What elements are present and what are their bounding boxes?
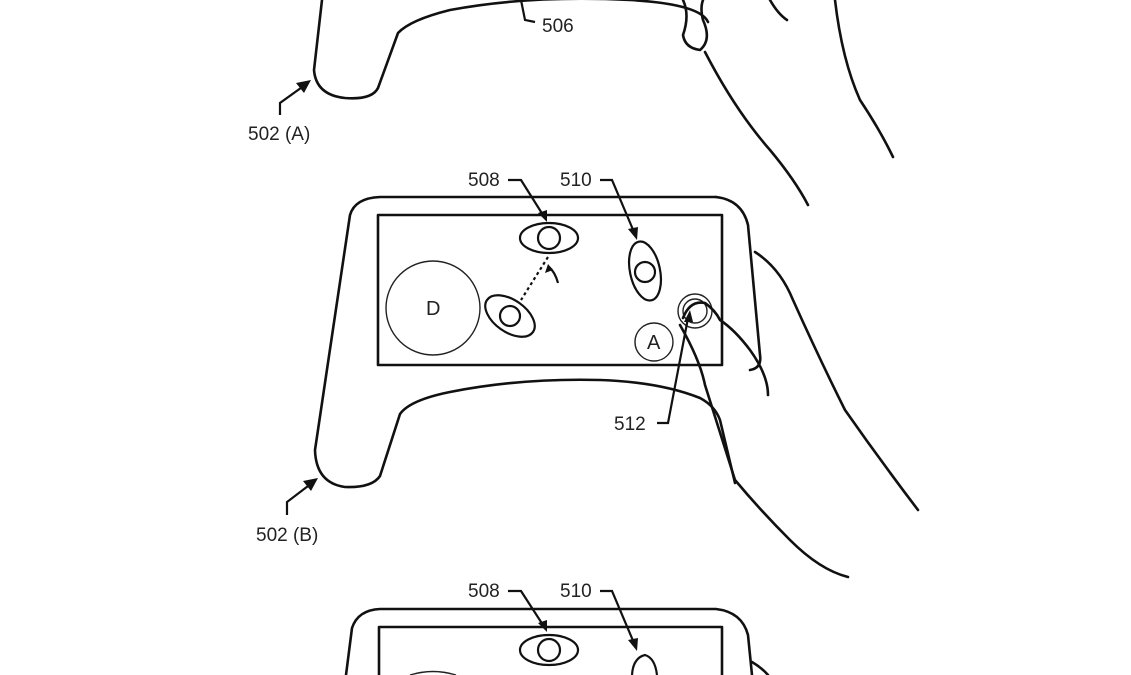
arrowhead-510-middle xyxy=(628,227,638,240)
movement-path-dashed xyxy=(520,256,549,301)
label-508-bottom: 508 xyxy=(468,581,500,602)
hand-top-thumb xyxy=(768,0,789,22)
joystick-508-target[interactable] xyxy=(518,221,580,255)
button-512[interactable] xyxy=(677,293,713,329)
hand-top-outline xyxy=(681,0,709,52)
a-button-label: A xyxy=(647,332,661,354)
arrowhead-510-bottom xyxy=(628,638,638,651)
label-502a: 502 (A) xyxy=(248,124,310,145)
panel-middle: D A 508 xyxy=(256,170,920,579)
controller-outline-top xyxy=(312,0,710,100)
label-510-middle: 510 xyxy=(560,170,592,191)
label-508-middle: 508 xyxy=(468,170,500,191)
dpad-button[interactable]: D xyxy=(385,260,481,356)
leader-508-middle xyxy=(508,178,544,216)
controller-right-edge-middle xyxy=(714,195,762,372)
controller-outline-bottom xyxy=(344,607,754,675)
dpad-bottom-partial xyxy=(409,670,457,675)
hand-bottom-outline xyxy=(750,660,770,675)
hand-top-wrist xyxy=(833,0,895,159)
label-506: 506 xyxy=(542,16,574,37)
leader-508-bottom xyxy=(508,589,544,626)
joystick-508-bottom[interactable] xyxy=(518,633,580,667)
hand-top-palm xyxy=(703,50,810,207)
panel-bottom: 508 510 xyxy=(344,581,770,675)
label-512: 512 xyxy=(614,414,646,435)
hand-middle-back xyxy=(753,250,920,512)
callout-leader-506 xyxy=(519,0,536,24)
leader-512 xyxy=(657,317,690,425)
joystick-510[interactable] xyxy=(624,239,666,304)
joystick-510-bottom-partial xyxy=(630,653,659,675)
arrowhead-512 xyxy=(684,310,693,322)
label-510-bottom: 510 xyxy=(560,581,592,602)
touch-screen-bottom xyxy=(377,625,724,675)
arrow-502a xyxy=(278,84,306,115)
label-502b: 502 (B) xyxy=(256,525,318,546)
hand-middle-finger-lower xyxy=(678,323,850,579)
arrowhead-502b xyxy=(303,478,318,491)
touch-screen-middle xyxy=(376,213,724,367)
arrow-502b xyxy=(285,482,313,515)
arrowhead-508-bottom xyxy=(538,620,547,632)
joystick-508-origin[interactable] xyxy=(478,287,542,345)
a-button[interactable]: A xyxy=(634,322,674,362)
panel-top: 506 502 (A) xyxy=(248,0,895,207)
controller-outline-middle xyxy=(313,195,737,489)
leader-510-middle xyxy=(600,178,636,233)
dpad-label: D xyxy=(426,298,440,320)
hand-middle-finger xyxy=(681,301,770,397)
movement-arrowhead xyxy=(545,264,553,273)
arrowhead-508-middle xyxy=(538,210,547,222)
arrowhead-502a xyxy=(296,80,311,93)
leader-510-bottom xyxy=(600,589,636,644)
